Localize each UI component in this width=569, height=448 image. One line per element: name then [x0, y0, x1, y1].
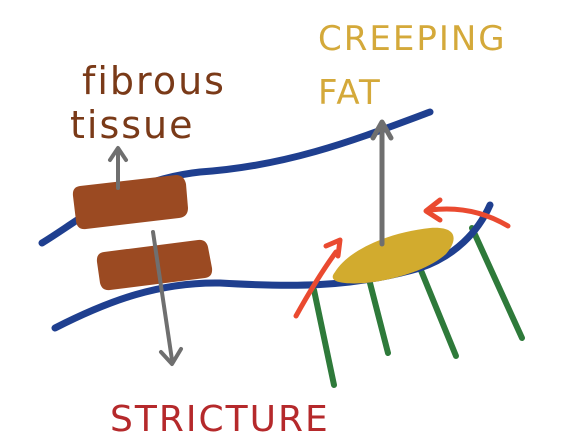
mesentery-line-2 [370, 283, 388, 353]
curved-arrow-icon [430, 209, 508, 226]
fibrous-tissue-label: fibrous [82, 62, 226, 100]
stricture-label: STRICTURE [110, 402, 330, 438]
creeping-fat-label: CREEPING [318, 22, 507, 56]
fibrous-tissue-label-line2: tissue [70, 106, 195, 144]
fibrous-tissue-upper [73, 175, 188, 229]
mesentery-line-4 [472, 228, 522, 338]
creeping-fat-blob [333, 228, 454, 284]
fat-up-arrow [373, 122, 391, 244]
mesentery-line-1 [314, 290, 334, 385]
creeping-arrow-right [426, 200, 508, 226]
mesentery-line-3 [420, 268, 456, 356]
creeping-fat-label-line2: FAT [318, 76, 382, 110]
